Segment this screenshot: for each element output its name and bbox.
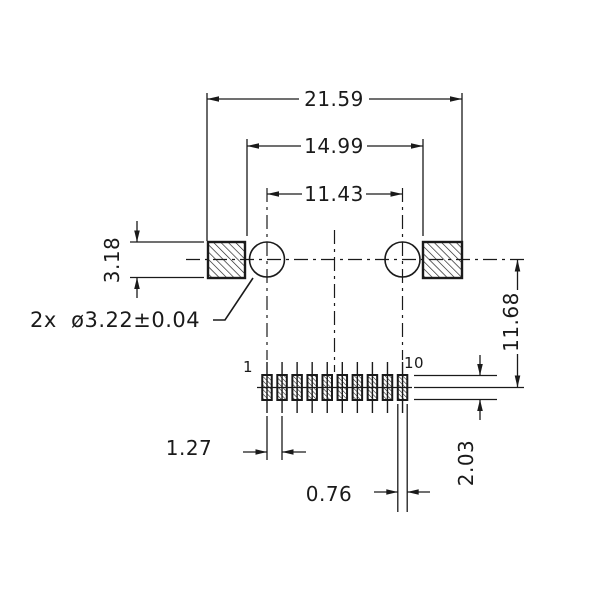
pin-labels: 1 10 [243,354,424,376]
pin-1-label: 1 [243,358,253,376]
hole-note: 2x ø3.22±0.04 [30,277,254,332]
dim-pad-width-value: 0.76 [306,482,353,506]
dim-pin-pitch-value: 1.27 [166,436,213,460]
dim-hole-pitch: 11.43 [267,182,403,206]
centerlines [186,188,524,372]
leader-line [213,277,254,321]
dim-row-offset: 11.68 [499,259,523,388]
pin-10-label: 10 [404,354,424,372]
dim-pin-pitch: 1.27 [166,416,306,460]
dim-inner-width-value: 14.99 [304,134,364,158]
dim-overall-width-value: 21.59 [304,87,364,111]
right-extension-lines [414,374,524,401]
dim-block-height-value: 3.18 [100,237,124,284]
dim-hole-pitch-value: 11.43 [304,182,364,206]
dim-overall-width: 21.59 [206,87,463,241]
dim-block-height: 3.18 [100,221,204,298]
dim-pad-height-value: 2.03 [454,440,478,487]
dim-inner-width: 14.99 [246,134,424,236]
dim-row-offset-value: 11.68 [499,292,523,352]
dim-pad-width: 0.76 [306,404,430,512]
hole-note-text: 2x ø3.22±0.04 [30,308,200,332]
dim-pad-height: 2.03 [454,355,483,486]
